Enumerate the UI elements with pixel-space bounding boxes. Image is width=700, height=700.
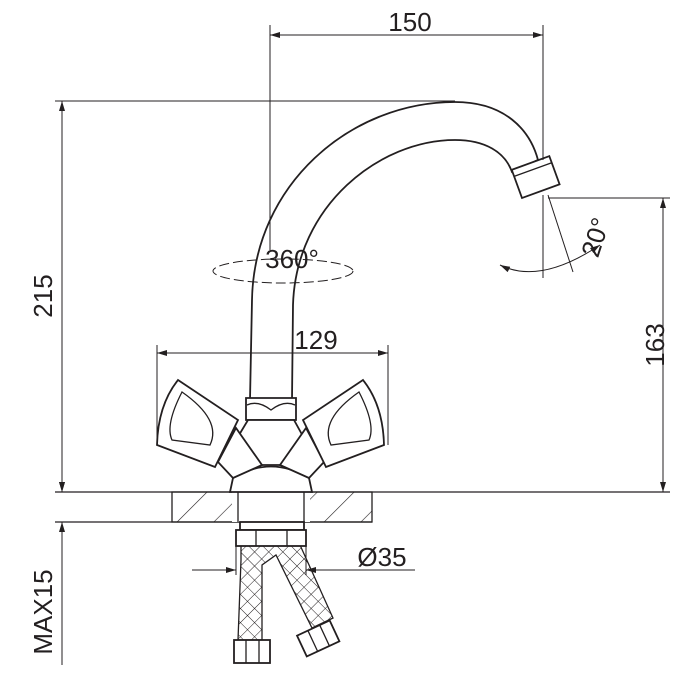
aerator (510, 154, 561, 200)
dim-handle-span: 129 (294, 325, 337, 355)
dim-spout-height: 163 (640, 323, 670, 366)
faucet-body (156, 378, 385, 493)
hose-nut-left (233, 639, 271, 664)
supply-hoses (233, 521, 341, 664)
dim-max-counter-thickness: MAX15 (28, 569, 58, 654)
dim-rotation: 360° (265, 244, 319, 274)
hose-nut-right (295, 619, 341, 658)
dim-total-height: 215 (28, 274, 58, 317)
countertop (55, 491, 670, 523)
dim-mount-diameter: Ø35 (357, 542, 406, 572)
dim-aerator-angle: 20° (575, 214, 616, 261)
dim-spout-reach: 150 (388, 7, 431, 37)
